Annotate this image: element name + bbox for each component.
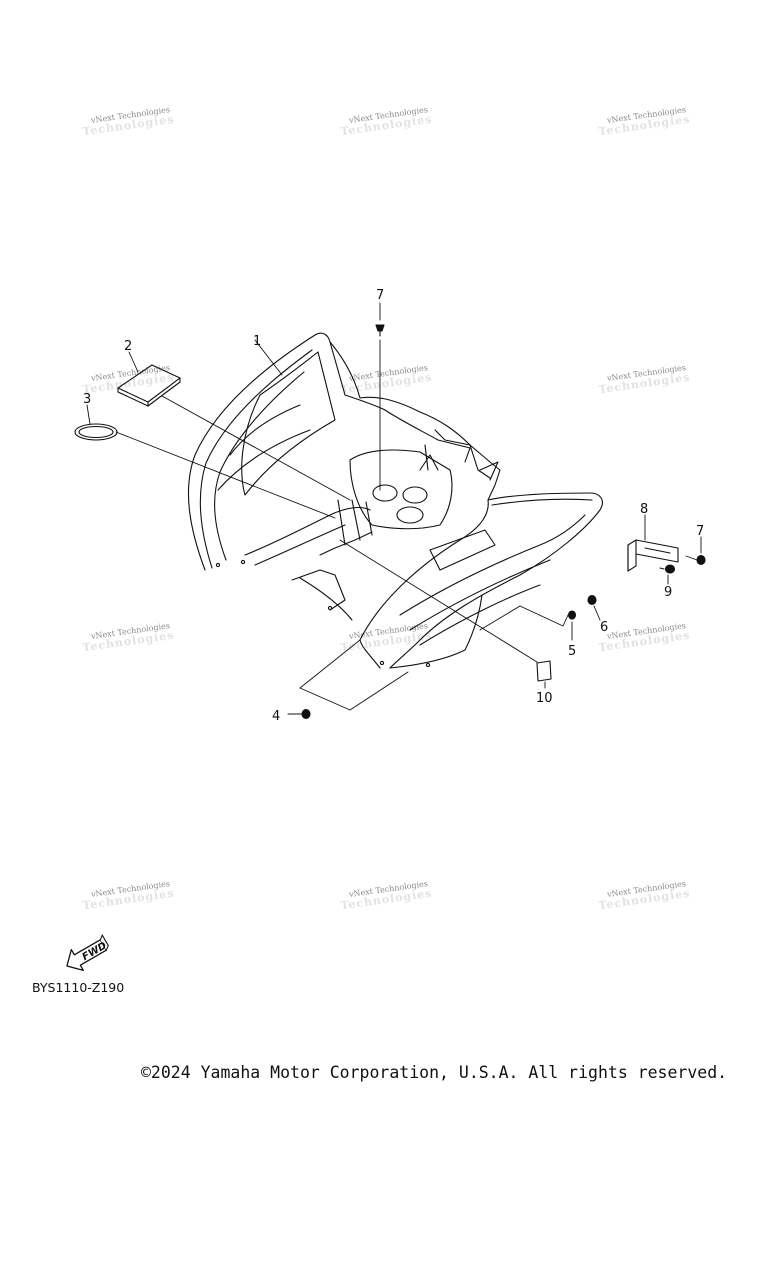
part-4-screw (287, 708, 311, 720)
callout-1: 1 (253, 334, 261, 349)
part-9-bolt (659, 564, 676, 574)
part-5-washer (567, 610, 577, 620)
part-8-bracket (627, 539, 679, 572)
callout-6: 6 (600, 620, 608, 635)
part-10-label (536, 660, 552, 682)
part-7-top-screw (375, 324, 385, 337)
callout-2: 2 (124, 339, 132, 354)
callout-7-right: 7 (696, 524, 704, 539)
part-6-nut (587, 594, 597, 606)
part-3-ring (74, 423, 118, 441)
callout-4: 4 (272, 709, 280, 724)
callout-7-top: 7 (376, 288, 384, 303)
fwd-arrow-icon: FWD (66, 933, 109, 972)
leader-lines (86, 302, 702, 711)
callout-8: 8 (640, 502, 648, 517)
rear-fender (187, 332, 603, 669)
diagram-code: BYS1110-Z190 (32, 980, 125, 995)
copyright-notice: ©2024 Yamaha Motor Corporation, U.S.A. A… (141, 1063, 728, 1082)
callout-10: 10 (536, 691, 553, 706)
part-7-right-screw (696, 554, 706, 566)
callout-9: 9 (664, 585, 672, 600)
part-2-pad (117, 364, 181, 407)
callout-3: 3 (83, 392, 91, 407)
callout-5: 5 (568, 644, 576, 659)
